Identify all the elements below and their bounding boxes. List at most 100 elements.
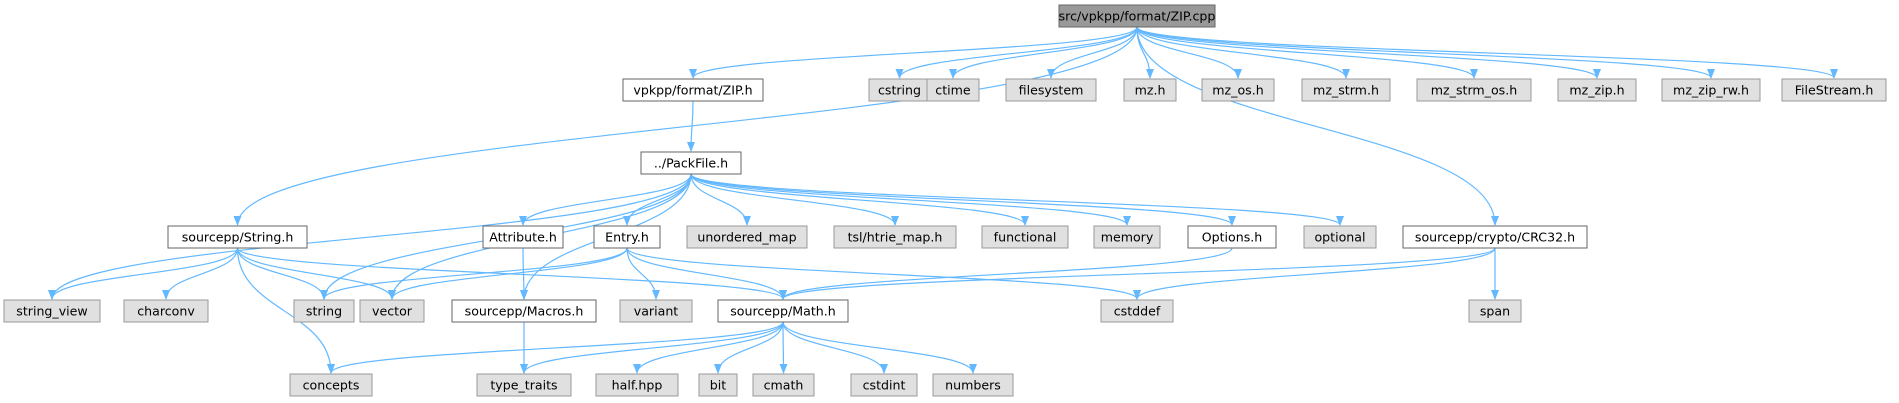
edge-entry_h-to-cstddef (626, 247, 1141, 300)
node-label: Options.h (1202, 230, 1263, 245)
node-label: mz.h (1135, 83, 1166, 98)
node-mz-zip-h: mz_zip.h (1557, 78, 1637, 102)
node-root[interactable]: src/vpkpp/format/ZIP.cpp (1058, 4, 1216, 28)
node-label: charconv (137, 304, 195, 319)
edge-string_h-to-concepts (236, 247, 335, 374)
node-type-traits: type_traits (476, 373, 572, 397)
node-label: Attribute.h (489, 230, 557, 245)
edge-entry_h-to-math_h (626, 247, 787, 300)
node-label: src/vpkpp/format/ZIP.cpp (1059, 9, 1216, 24)
node-box (1468, 299, 1522, 323)
node-box (476, 373, 572, 397)
node-string-h[interactable]: sourcepp/String.h (167, 225, 308, 249)
node-crc32-h[interactable]: sourcepp/crypto/CRC32.h (1402, 225, 1588, 249)
edge-entry_h-to-variant (626, 247, 660, 300)
node-label: ../PackFile.h (654, 156, 728, 171)
node-box (1781, 78, 1887, 102)
node-options-h[interactable]: Options.h (1187, 225, 1277, 249)
edge-entry_h-to-vector (388, 247, 628, 300)
node-variant: variant (619, 299, 693, 323)
edge-root-to-ctime (949, 26, 1138, 79)
edge-root-to-filestream_h (1136, 26, 1838, 79)
node-packfile-h[interactable]: ../PackFile.h (640, 151, 742, 175)
node-box (850, 373, 918, 397)
node-cmath: cmath (752, 373, 815, 397)
edge-packfile_h-to-string_view (48, 173, 692, 300)
node-half-hpp: half.hpp (595, 373, 679, 397)
edge-math_h-to-half_hpp (633, 321, 784, 374)
node-box (717, 299, 849, 323)
node-zip-h[interactable]: vpkpp/format/ZIP.h (622, 78, 764, 102)
edge-root-to-string_h (233, 26, 1138, 226)
node-box (686, 225, 808, 249)
node-box (1303, 225, 1377, 249)
node-htrie-map-h: tsl/htrie_map.h (833, 225, 957, 249)
node-box (1100, 299, 1174, 323)
node-box (3, 299, 101, 323)
node-label: type_traits (490, 378, 557, 393)
node-box (698, 373, 738, 397)
node-cstring: cstring (868, 78, 931, 102)
node-box (1187, 225, 1277, 249)
node-attribute-h[interactable]: Attribute.h (482, 225, 564, 249)
edge-packfile_h-to-options_h (690, 173, 1236, 226)
node-span: span (1468, 299, 1522, 323)
node-charconv: charconv (123, 299, 209, 323)
edge-packfile_h-to-functional (690, 173, 1029, 226)
node-label: mz_strm.h (1313, 83, 1379, 98)
edge-string_h-to-vector (236, 247, 396, 300)
edge-root-to-mz_strm_h (1136, 26, 1350, 79)
node-label: mz_os.h (1212, 83, 1263, 98)
node-box (359, 299, 425, 323)
node-label: filesystem (1019, 83, 1084, 98)
node-math-h[interactable]: sourcepp/Math.h (717, 299, 849, 323)
node-box (293, 299, 355, 323)
node-box (1661, 78, 1761, 102)
node-label: mz_zip.h (1569, 83, 1624, 98)
node-cstdint: cstdint (850, 373, 918, 397)
node-optional: optional (1303, 225, 1377, 249)
edge-packfile_h-to-htrie_map_h (690, 173, 899, 226)
node-label: numbers (945, 378, 1001, 393)
edge-root-to-zip_h (689, 26, 1138, 79)
node-label: mz_strm_os.h (1431, 83, 1517, 98)
node-label: functional (994, 230, 1057, 245)
node-label: cmath (764, 378, 804, 393)
node-label: tsl/htrie_map.h (848, 230, 943, 245)
edge-root-to-mz_os_h (1136, 26, 1242, 79)
node-box (1301, 78, 1391, 102)
node-label: half.hpp (612, 378, 663, 393)
node-box (1058, 4, 1216, 28)
node-box (926, 78, 980, 102)
node-label: memory (1101, 230, 1154, 245)
node-string: string (293, 299, 355, 323)
node-label: unordered_map (697, 230, 796, 245)
node-string-view: string_view (3, 299, 101, 323)
node-macros-h[interactable]: sourcepp/Macros.h (451, 299, 597, 323)
edge-root-to-cstring (895, 26, 1138, 79)
node-label: span (1480, 304, 1510, 319)
edge-math_h-to-cstdint (782, 321, 888, 374)
node-label: optional (1314, 230, 1365, 245)
edge-entry_h-to-string (320, 247, 628, 300)
edge-packfile_h-to-unordered_map (690, 173, 751, 226)
edge-math_h-to-type_traits (520, 321, 784, 374)
node-label: mz_zip_rw.h (1673, 83, 1749, 98)
node-bit: bit (698, 373, 738, 397)
node-label: cstddef (1114, 304, 1161, 319)
node-ctime: ctime (926, 78, 980, 102)
edge-packfile_h-to-attribute_h (519, 173, 692, 226)
node-label: vpkpp/format/ZIP.h (633, 83, 752, 98)
edge-zip_h-to-packfile_h (687, 100, 696, 152)
node-box (289, 373, 373, 397)
node-label: ctime (935, 83, 971, 98)
node-box (1005, 78, 1097, 102)
node-box (451, 299, 597, 323)
node-box (619, 299, 693, 323)
edge-math_h-to-numbers (782, 321, 977, 374)
node-filesystem: filesystem (1005, 78, 1097, 102)
node-entry-h[interactable]: Entry.h (593, 225, 661, 249)
node-unordered-map: unordered_map (686, 225, 808, 249)
